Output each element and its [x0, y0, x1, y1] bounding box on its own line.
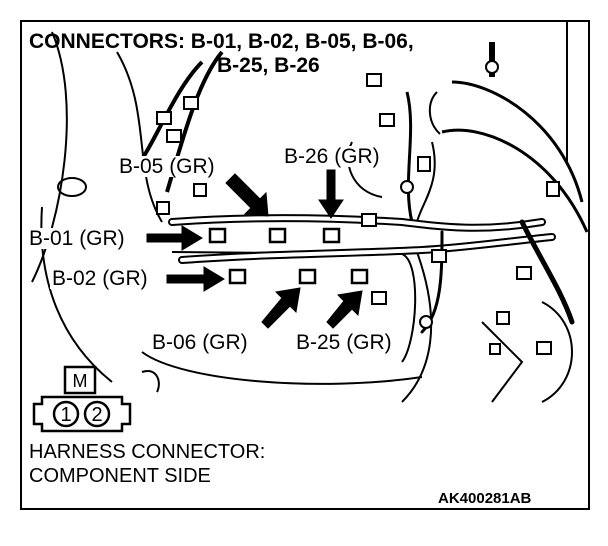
hose-outline — [451, 80, 584, 203]
harness-branch — [416, 141, 436, 223]
main-harness — [170, 216, 544, 230]
background-connector — [431, 249, 447, 263]
background-connector — [183, 96, 199, 110]
engine-bay-illustration: M 1 2 — [31, 22, 588, 433]
background-connector — [417, 156, 431, 172]
pin-2-label: 2 — [91, 404, 102, 426]
background-connector — [156, 111, 172, 125]
pointer-arrow-b01 — [146, 225, 203, 251]
background-connector — [379, 113, 395, 127]
pin-1-label: 1 — [60, 404, 71, 426]
harness-connector-symbol — [32, 365, 132, 433]
hose-outline — [485, 60, 499, 74]
connector-b25 — [350, 268, 369, 285]
engine-outline — [141, 370, 160, 393]
connector-b26 — [322, 227, 341, 244]
pointer-arrow-b02 — [166, 266, 225, 292]
hose-outline — [441, 128, 588, 233]
engine-outline — [141, 351, 423, 385]
connector-b01 — [208, 227, 227, 244]
background-connector — [419, 315, 433, 329]
connector-b05 — [268, 227, 287, 244]
label-b01: B-01 (GR) — [27, 227, 127, 250]
footer-line-1: HARNESS CONNECTOR: — [29, 441, 266, 463]
pointer-arrow-b05 — [225, 173, 269, 217]
background-connector — [193, 183, 207, 197]
background-connector — [546, 181, 560, 197]
background-connector — [166, 129, 182, 143]
pin-2-circle — [83, 400, 111, 428]
engine-outline — [116, 51, 163, 223]
connector-body — [32, 395, 132, 433]
footer-line-2: COMPONENT SIDE — [29, 465, 211, 487]
background-connector — [361, 213, 377, 227]
pointer-arrow-b06 — [261, 287, 301, 329]
background-connector — [496, 311, 510, 325]
title-line-2: B-25, B-26 — [217, 54, 320, 77]
connector-key-letter: M — [73, 371, 88, 391]
pointer-arrow-b26 — [318, 169, 344, 219]
connector-b02 — [228, 268, 247, 285]
engine-outline — [57, 177, 87, 197]
diagram-frame: M 1 2 CONNECTORS: B-01, B-02, B-05, B-06… — [20, 20, 590, 510]
label-b06: B-06 (GR) — [150, 331, 250, 354]
connector-b06 — [298, 268, 317, 285]
pin-1-circle — [52, 400, 80, 428]
label-b02: B-02 (GR) — [50, 267, 150, 290]
background-connector — [489, 343, 501, 355]
connector-key — [63, 365, 97, 395]
label-b25: B-25 (GR) — [294, 331, 394, 354]
label-b26: B-26 (GR) — [282, 145, 382, 168]
background-connector — [366, 73, 382, 87]
harness-branch — [405, 91, 414, 223]
figure-code: AK400281AB — [438, 490, 532, 507]
engine-outline — [171, 251, 417, 363]
engine-outline — [481, 321, 524, 403]
title-line-1: CONNECTORS: B-01, B-02, B-05, B-06, — [29, 30, 414, 53]
hose-outline — [428, 91, 441, 135]
main-harness — [180, 235, 554, 262]
background-connector — [516, 266, 532, 280]
harness-branch — [519, 219, 575, 325]
engine-outline — [401, 251, 433, 403]
pointer-arrow-b25 — [326, 290, 363, 329]
background-connector — [371, 291, 387, 305]
engine-outline — [541, 301, 573, 403]
background-connector — [156, 201, 170, 215]
label-b05: B-05 (GR) — [117, 155, 217, 178]
background-connector — [400, 180, 414, 194]
background-connector — [536, 341, 552, 355]
